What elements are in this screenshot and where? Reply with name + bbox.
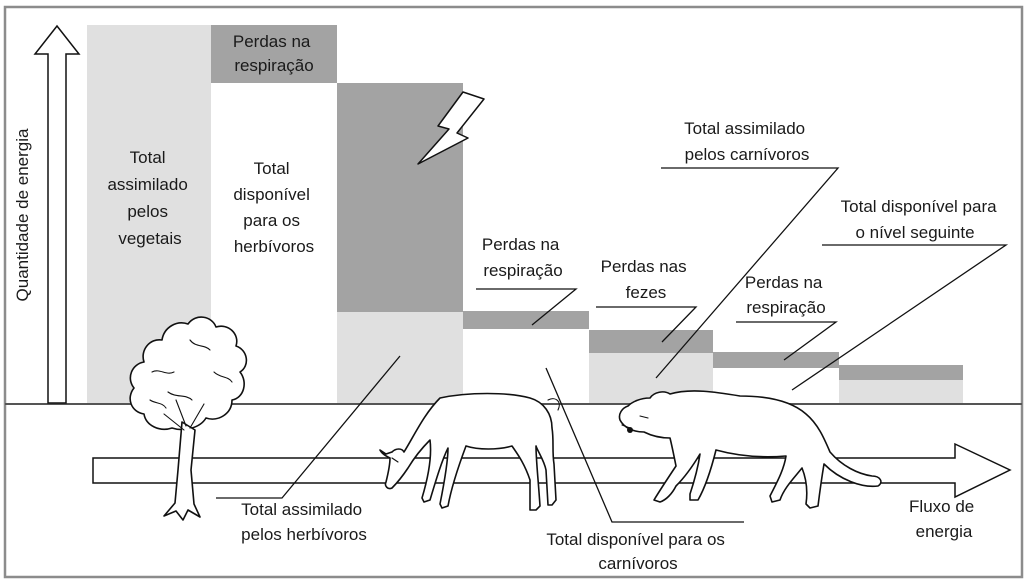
deer-icon [379,392,560,511]
bar-herbivore-respiration-loss [211,25,337,83]
diagram-labels: Total assimilado pelos vegetais Perdas n… [107,32,1002,573]
label-plants-total: Total assimilado pelos vegetais [107,148,192,248]
leader-resp-1 [476,288,578,326]
bar-final-loss [839,365,963,380]
bar-next-respiration-loss [713,352,839,368]
label-next-respiration-loss: Perdas na respiração [745,273,827,317]
leader-herb-assim [216,355,401,499]
bar-herbivore-assimilated [337,312,463,404]
label-carnivore-assimilated: Total assimilado pelos carnívoros [684,119,810,164]
tree-icon [129,316,248,521]
leader-resp-3 [736,321,838,361]
up-arrow-icon [33,24,81,404]
y-axis-label: Quantidade de energia [13,128,32,302]
leader-feces [596,306,698,343]
label-carnivore-available: Total disponível para os carnívoros [546,530,729,573]
down-arrow-icon [417,91,485,165]
label-herbivore-respiration-loss: Perdas na respiração [233,32,315,75]
leader-carn-avail [545,367,744,523]
label-carnivore-respiration-loss: Perdas na respiração [482,235,564,280]
bar-carnivore-available [463,329,589,404]
label-herbivore-assimilated: Total assimilado pelos herbívoros [241,500,367,544]
leader-next-level [791,244,1009,391]
label-herbivore-available: Total disponível para os herbívoros [233,159,314,256]
bar-final-assimilated [839,380,963,404]
label-energy-flow: Fluxo de energia [909,497,979,541]
bar-carnivore-respiration-loss [463,311,589,329]
leader-carn-assim [655,167,840,379]
label-next-level-available: Total disponível para o nível seguinte [841,197,1002,242]
leader-lines [216,167,1009,523]
puma-icon [618,390,882,509]
diagram-frame [3,5,1024,579]
label-feces-loss: Perdas nas fezes [601,257,692,302]
